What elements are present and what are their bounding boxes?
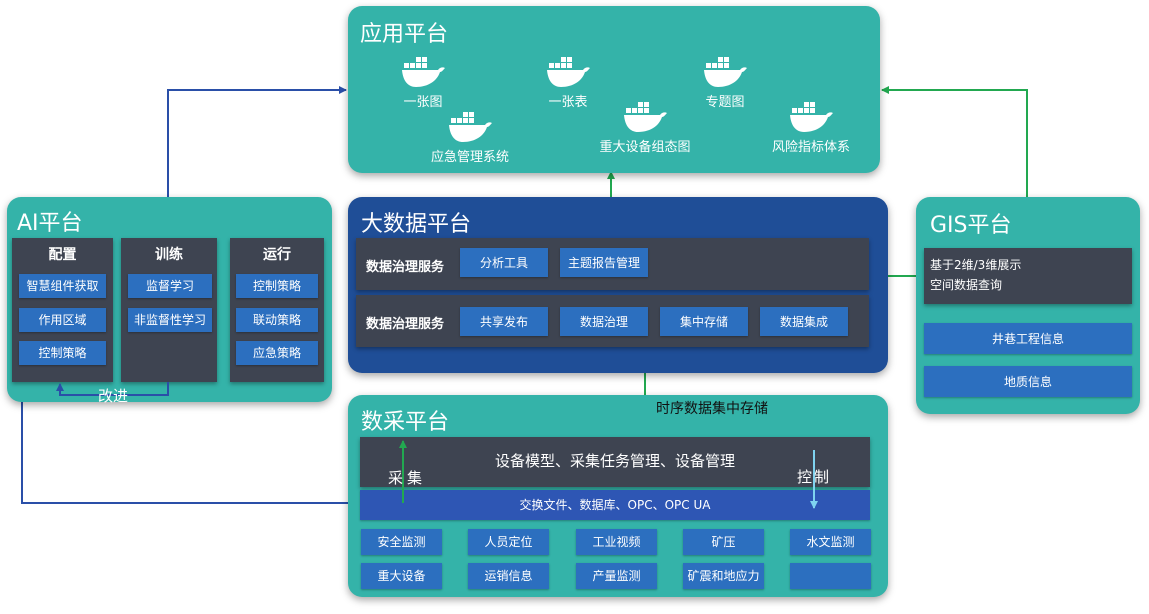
- docker-whale-icon: [790, 102, 833, 132]
- ai-column-title: 配置: [48, 247, 77, 263]
- ai-train-item: 非监督性学习: [128, 308, 212, 332]
- app-item-label: 专题图: [705, 95, 745, 110]
- collection-protocol-bar: 交换文件、数据库、OPC、OPC UA: [360, 490, 870, 520]
- gis-info-line: 空间数据查询: [930, 278, 1003, 292]
- collection-source-box: 矿压: [683, 529, 764, 555]
- app-item-thematic-map: 专题图: [670, 55, 780, 110]
- arrow-ai-to-app: [167, 86, 347, 197]
- bigdata-service-box: 数据集成: [760, 307, 848, 336]
- ai-column-config: 配置 智慧组件获取 作用区域 控制策略: [12, 238, 113, 382]
- bigdata-row-2: 数据治理服务 共享发布 数据治理 集中存储 数据集成: [356, 295, 869, 347]
- app-item-one-map: 一张图: [368, 55, 478, 110]
- app-item-label: 一张表: [548, 95, 588, 110]
- ai-feedback-label: 改进: [98, 387, 129, 405]
- docker-whale-icon: [624, 102, 667, 132]
- bigdata-service-box: 主题报告管理: [560, 248, 648, 277]
- ai-config-item: 控制策略: [19, 341, 106, 365]
- app-item-label: 一张图: [403, 95, 443, 110]
- bigdata-service-box: 共享发布: [460, 307, 548, 336]
- gis-item-box: 井巷工程信息: [924, 323, 1132, 354]
- bigdata-service-box: 集中存储: [660, 307, 748, 336]
- gis-info-box: 基于2维/3维展示 空间数据查询: [924, 248, 1132, 304]
- bigdata-row-label: 数据治理服务: [366, 260, 445, 275]
- collection-source-box: 运销信息: [468, 563, 549, 589]
- app-platform-title: 应用平台: [360, 22, 449, 47]
- ai-column-train: 训练 监督学习 非监督性学习: [121, 238, 217, 382]
- collection-source-box: 矿震和地应力: [683, 563, 764, 589]
- docker-whale-icon: [402, 57, 445, 87]
- ai-config-item: 智慧组件获取: [19, 274, 106, 298]
- app-item-label: 应急管理系统: [430, 150, 509, 165]
- gis-item-box: 地质信息: [924, 366, 1132, 397]
- gis-platform-title: GIS平台: [930, 213, 1012, 238]
- ai-platform-title: AI平台: [17, 211, 83, 236]
- ai-column-run: 运行 控制策略 联动策略 应急策略: [230, 238, 324, 382]
- ai-column-title: 运行: [263, 247, 291, 263]
- collection-source-box: 产量监测: [576, 563, 657, 589]
- collection-platform-title: 数采平台: [361, 410, 450, 435]
- arrow-ai-to-collection: [21, 400, 359, 507]
- docker-whale-icon: [704, 57, 747, 87]
- bigdata-row-label: 数据治理服务: [366, 317, 445, 332]
- bigdata-service-box: 数据治理: [560, 307, 648, 336]
- bigdata-platform-title: 大数据平台: [361, 212, 472, 237]
- app-item-label: 风险指标体系: [771, 140, 850, 155]
- collection-source-box: 重大设备: [361, 563, 442, 589]
- control-label: 控制: [797, 468, 832, 486]
- app-item-emergency-system: 应急管理系统: [415, 110, 525, 165]
- collection-source-box: 安全监测: [361, 529, 442, 555]
- app-platform-panel: 应用平台: [348, 6, 880, 173]
- bigdata-service-box: 分析工具: [460, 248, 548, 277]
- docker-whale-icon: [449, 112, 492, 142]
- arrow-gis-to-app: [881, 86, 1028, 197]
- app-item-risk-index: 风险指标体系: [756, 100, 866, 155]
- docker-whale-icon: [547, 57, 590, 87]
- app-item-label: 重大设备组态图: [599, 140, 691, 155]
- app-item-one-table: 一张表: [513, 55, 623, 110]
- collect-label: 采集: [388, 469, 427, 487]
- ai-run-item: 应急策略: [236, 341, 318, 365]
- app-item-equipment-diagram: 重大设备组态图: [590, 100, 700, 155]
- collection-management-label: 设备模型、采集任务管理、设备管理: [494, 452, 735, 470]
- ai-train-item: 监督学习: [128, 274, 212, 298]
- gis-info-line: 基于2维/3维展示: [930, 258, 1022, 272]
- timeseries-storage-label: 时序数据集中存储: [656, 401, 768, 417]
- collection-management-bar: 设备模型、采集任务管理、设备管理: [360, 437, 870, 487]
- ai-config-item: 作用区域: [19, 308, 106, 332]
- collection-source-box: 人员定位: [468, 529, 549, 555]
- ai-run-item: 控制策略: [236, 274, 318, 298]
- bigdata-row-1: 数据治理服务 分析工具 主题报告管理: [356, 238, 869, 290]
- ai-column-title: 训练: [155, 247, 183, 263]
- ai-run-item: 联动策略: [236, 308, 318, 332]
- collection-source-box-empty: [790, 563, 871, 589]
- collection-source-box: 水文监测: [790, 529, 871, 555]
- collection-source-box: 工业视频: [576, 529, 657, 555]
